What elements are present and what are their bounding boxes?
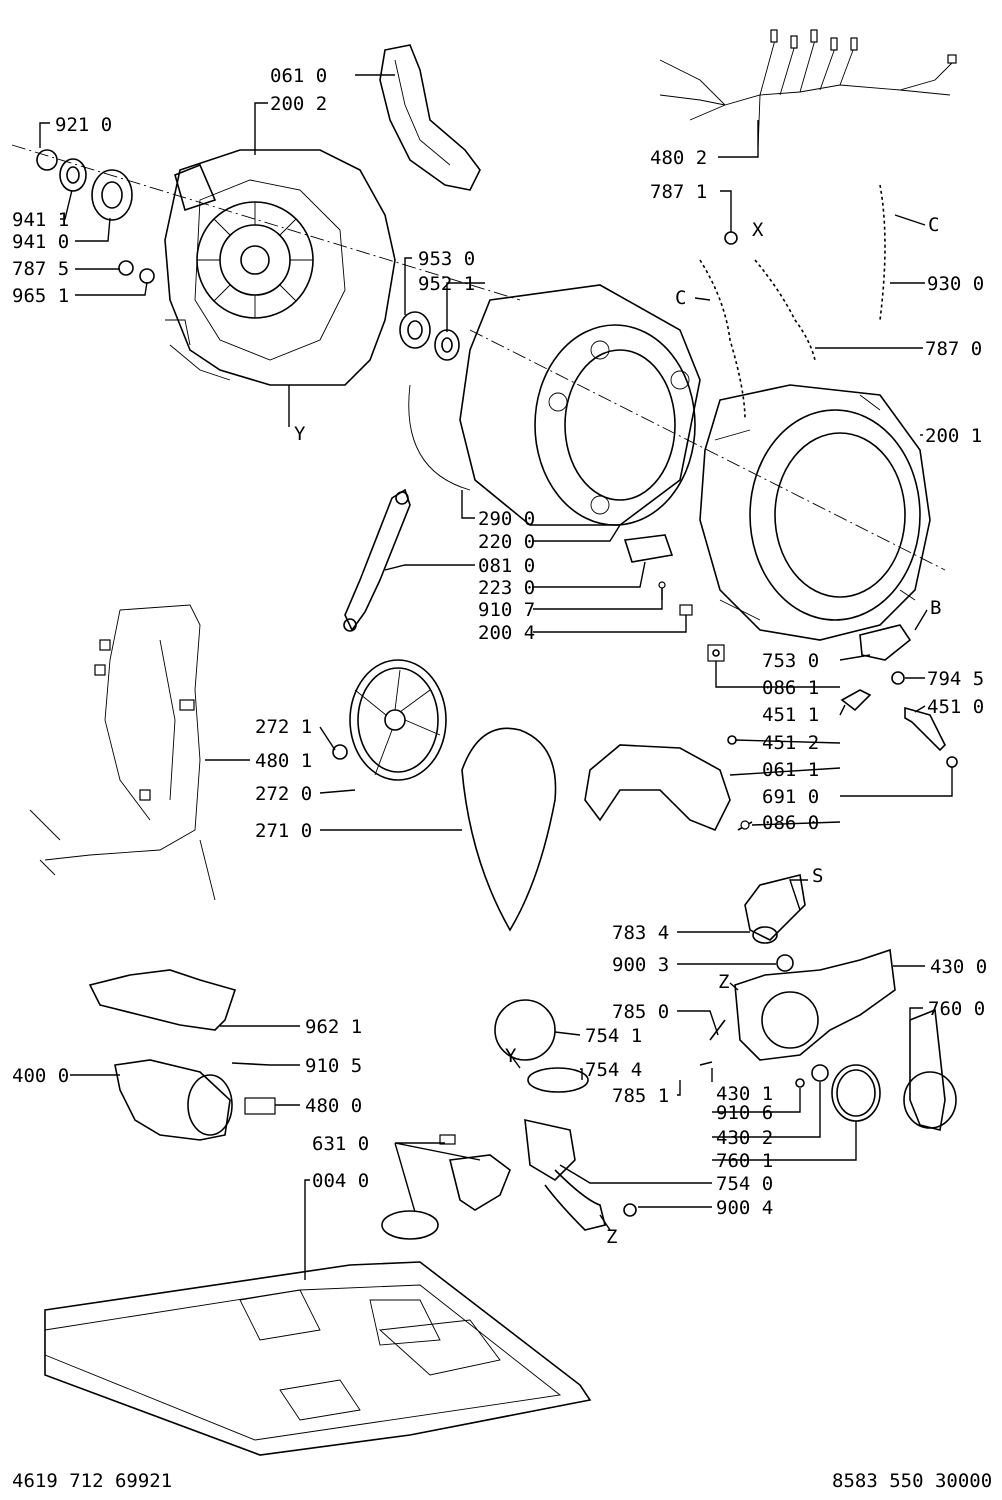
- label-900-3: 900 3: [612, 954, 669, 976]
- label-200-4: 200 4: [478, 622, 535, 644]
- label-754-0: 754 0: [716, 1173, 773, 1195]
- label-272-1: 272 1: [255, 716, 312, 738]
- label-272-0: 272 0: [255, 783, 312, 805]
- label-451-2: 451 2: [762, 732, 819, 754]
- small-drum-parts: [623, 534, 958, 831]
- label-y-top: Y: [294, 423, 306, 445]
- label-794-5: 794 5: [927, 668, 984, 690]
- wiring-harness-top-part: [659, 29, 957, 151]
- label-754-4: 754 4: [585, 1059, 642, 1081]
- label-900-4: 900 4: [716, 1197, 773, 1219]
- label-s: S: [812, 865, 823, 887]
- label-x: X: [752, 219, 764, 241]
- drain-pump-parts: [494, 874, 957, 1231]
- motor-parts: [88, 969, 276, 1141]
- label-430-2: 430 2: [716, 1127, 773, 1149]
- label-086-1: 086 1: [762, 677, 819, 699]
- label-787-1: 787 1: [650, 181, 707, 203]
- label-953-0: 953 0: [418, 248, 475, 270]
- label-753-0: 753 0: [762, 650, 819, 672]
- label-760-1: 760 1: [716, 1150, 773, 1172]
- label-962-1: 962 1: [305, 1016, 362, 1038]
- label-220-0: 220 0: [478, 531, 535, 553]
- label-910-5: 910 5: [305, 1055, 362, 1077]
- label-783-4: 783 4: [612, 922, 669, 944]
- label-086-0: 086 0: [762, 812, 819, 834]
- label-b: B: [930, 597, 941, 619]
- label-451-1: 451 1: [762, 704, 819, 726]
- label-290-0: 290 0: [478, 508, 535, 530]
- bearing-parts: [36, 149, 460, 361]
- label-451-0: 451 0: [927, 696, 984, 718]
- label-081-0: 081 0: [478, 555, 535, 577]
- label-271-0: 271 0: [255, 820, 312, 842]
- label-941-1: 941 1: [12, 209, 69, 231]
- label-480-0: 480 0: [305, 1095, 362, 1117]
- label-910-7: 910 7: [478, 599, 535, 621]
- label-004-0: 004 0: [312, 1170, 369, 1192]
- label-z-bottom: Z: [606, 1226, 617, 1248]
- front-tub-part: [699, 384, 931, 641]
- bearing-axis-line: [11, 144, 521, 301]
- label-400-0: 400 0: [12, 1065, 69, 1087]
- label-941-0: 941 0: [12, 231, 69, 253]
- label-785-0: 785 0: [612, 1001, 669, 1023]
- label-430-0: 430 0: [930, 956, 987, 978]
- label-480-1: 480 1: [255, 750, 312, 772]
- label-921-0: 921 0: [55, 114, 112, 136]
- label-y-bottom: Y: [505, 1045, 517, 1067]
- tub-brace-lower-part: [584, 744, 731, 832]
- label-061-1: 061 1: [762, 759, 819, 781]
- base-tray-part: [44, 1261, 592, 1456]
- footer-left-code: 4619 712 69921: [12, 1470, 172, 1492]
- label-480-2: 480 2: [650, 147, 707, 169]
- label-200-1: 200 1: [925, 425, 982, 447]
- label-c-right: C: [928, 214, 939, 236]
- drum-part: [408, 284, 701, 526]
- pulley-belt-parts: [332, 659, 557, 932]
- label-061-0: 061 0: [270, 65, 327, 87]
- label-223-0: 223 0: [478, 577, 535, 599]
- label-930-0: 930 0: [927, 273, 984, 295]
- wiring-harness-left-part: [29, 604, 216, 901]
- footer-right-code: 8583 550 30000: [832, 1470, 992, 1492]
- shock-absorber-part: [343, 488, 411, 632]
- part-labels: 061 0 200 2 921 0 941 1 941 0 787 5 965 …: [12, 65, 987, 1248]
- bracket-part: [381, 1134, 511, 1240]
- label-430-1: 430 1: [716, 1083, 773, 1105]
- label-785-1: 785 1: [612, 1085, 669, 1107]
- label-754-1: 754 1: [585, 1025, 642, 1047]
- label-c-left: C: [675, 287, 686, 309]
- label-200-2: 200 2: [270, 93, 327, 115]
- label-787-5: 787 5: [12, 258, 69, 280]
- label-691-0: 691 0: [762, 786, 819, 808]
- leader-lines: [39, 74, 953, 1280]
- label-965-1: 965 1: [12, 285, 69, 307]
- rear-tub-part: [164, 149, 396, 386]
- label-760-0: 760 0: [928, 998, 985, 1020]
- label-952-1: 952 1: [418, 273, 475, 295]
- label-z-right: Z: [718, 971, 729, 993]
- label-910-6: 910 6: [716, 1102, 773, 1124]
- label-787-0: 787 0: [925, 338, 982, 360]
- label-631-0: 631 0: [312, 1133, 369, 1155]
- tub-brace-top-part: [379, 44, 481, 191]
- drum-axis-line: [469, 329, 946, 571]
